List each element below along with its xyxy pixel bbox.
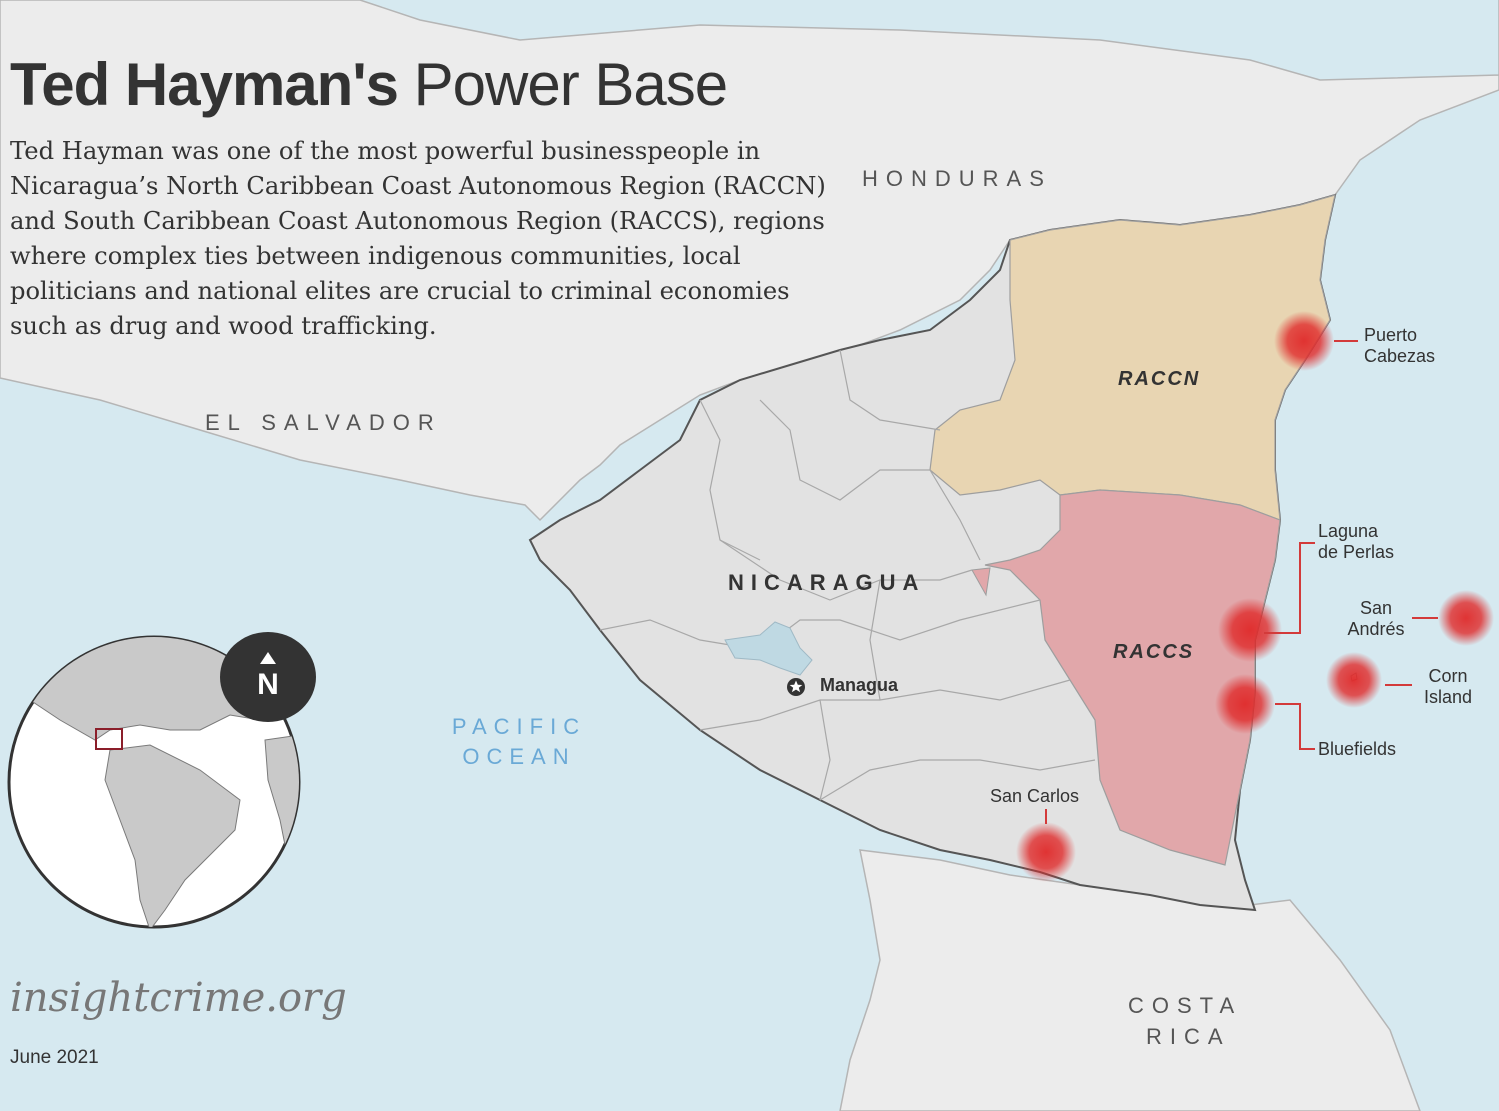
ocean-line-1: PACIFIC <box>451 714 587 739</box>
marker-puerto-cabezas <box>1274 311 1334 371</box>
laguna-line-1: Laguna <box>1318 521 1379 541</box>
north-arrow-icon: N <box>220 632 316 722</box>
san-andres-line-2: Andrés <box>1347 619 1405 639</box>
site-credit: insightcrime.org <box>10 975 347 1021</box>
label-raccs: RACCS <box>1113 641 1195 663</box>
honduras-el-salvador-land <box>0 0 1499 522</box>
publish-date: June 2021 <box>10 1047 99 1068</box>
san-andres-line-1: San <box>1359 598 1393 618</box>
north-label: N <box>257 668 279 701</box>
laguna-line-2: de Perlas <box>1318 542 1395 562</box>
capital-star-icon <box>787 678 805 696</box>
label-corn-island: Corn Island <box>1416 666 1480 708</box>
department-borders <box>599 349 1096 801</box>
label-honduras: HONDURAS <box>862 166 1052 191</box>
raccs-region <box>984 489 1281 866</box>
description: Ted Hayman was one of the most powerful … <box>10 137 826 340</box>
label-san-carlos: San Carlos <box>990 786 1080 806</box>
lake-managua <box>724 621 813 676</box>
leader-lines <box>1045 340 1438 824</box>
marker-corn-island <box>1326 652 1382 708</box>
north-arrow-head <box>260 652 276 664</box>
label-san-andres: San Andrés <box>1338 598 1414 640</box>
label-puerto-cabezas: Puerto Cabezas <box>1364 325 1435 367</box>
raccs-sliver <box>971 567 991 597</box>
label-costa-rica-2: RICA <box>1146 1024 1231 1049</box>
title-bold: Ted Hayman's <box>10 51 399 118</box>
label-laguna-de-perlas: Laguna de Perlas <box>1318 521 1394 563</box>
title-light: Power Base <box>413 51 728 118</box>
corn-island-line-2: Island <box>1423 687 1473 707</box>
globe-locator-box <box>95 728 123 750</box>
corn-island-line-1: Corn <box>1428 666 1468 686</box>
label-managua: Managua <box>820 675 899 695</box>
marker-san-andres <box>1438 590 1494 646</box>
label-costa-rica-1: COSTA <box>1128 993 1243 1018</box>
page-title: Ted Hayman's Power Base <box>10 50 728 119</box>
label-el-salvador: EL SALVADOR <box>205 410 442 435</box>
marker-bluefields <box>1215 674 1275 734</box>
marker-san-carlos <box>1016 822 1076 882</box>
ocean-line-2: OCEAN <box>462 744 576 769</box>
label-nicaragua: NICARAGUA <box>728 570 926 595</box>
inset-globe <box>7 635 301 929</box>
label-pacific-ocean: PACIFIC OCEAN <box>434 712 604 772</box>
globe-south-america <box>104 744 241 927</box>
puerto-cabezas-line-2: Cabezas <box>1364 346 1436 366</box>
puerto-cabezas-line-1: Puerto <box>1364 325 1418 345</box>
label-raccn: RACCN <box>1118 368 1201 390</box>
marker-laguna-de-perlas <box>1218 598 1282 662</box>
label-bluefields: Bluefields <box>1318 739 1397 759</box>
